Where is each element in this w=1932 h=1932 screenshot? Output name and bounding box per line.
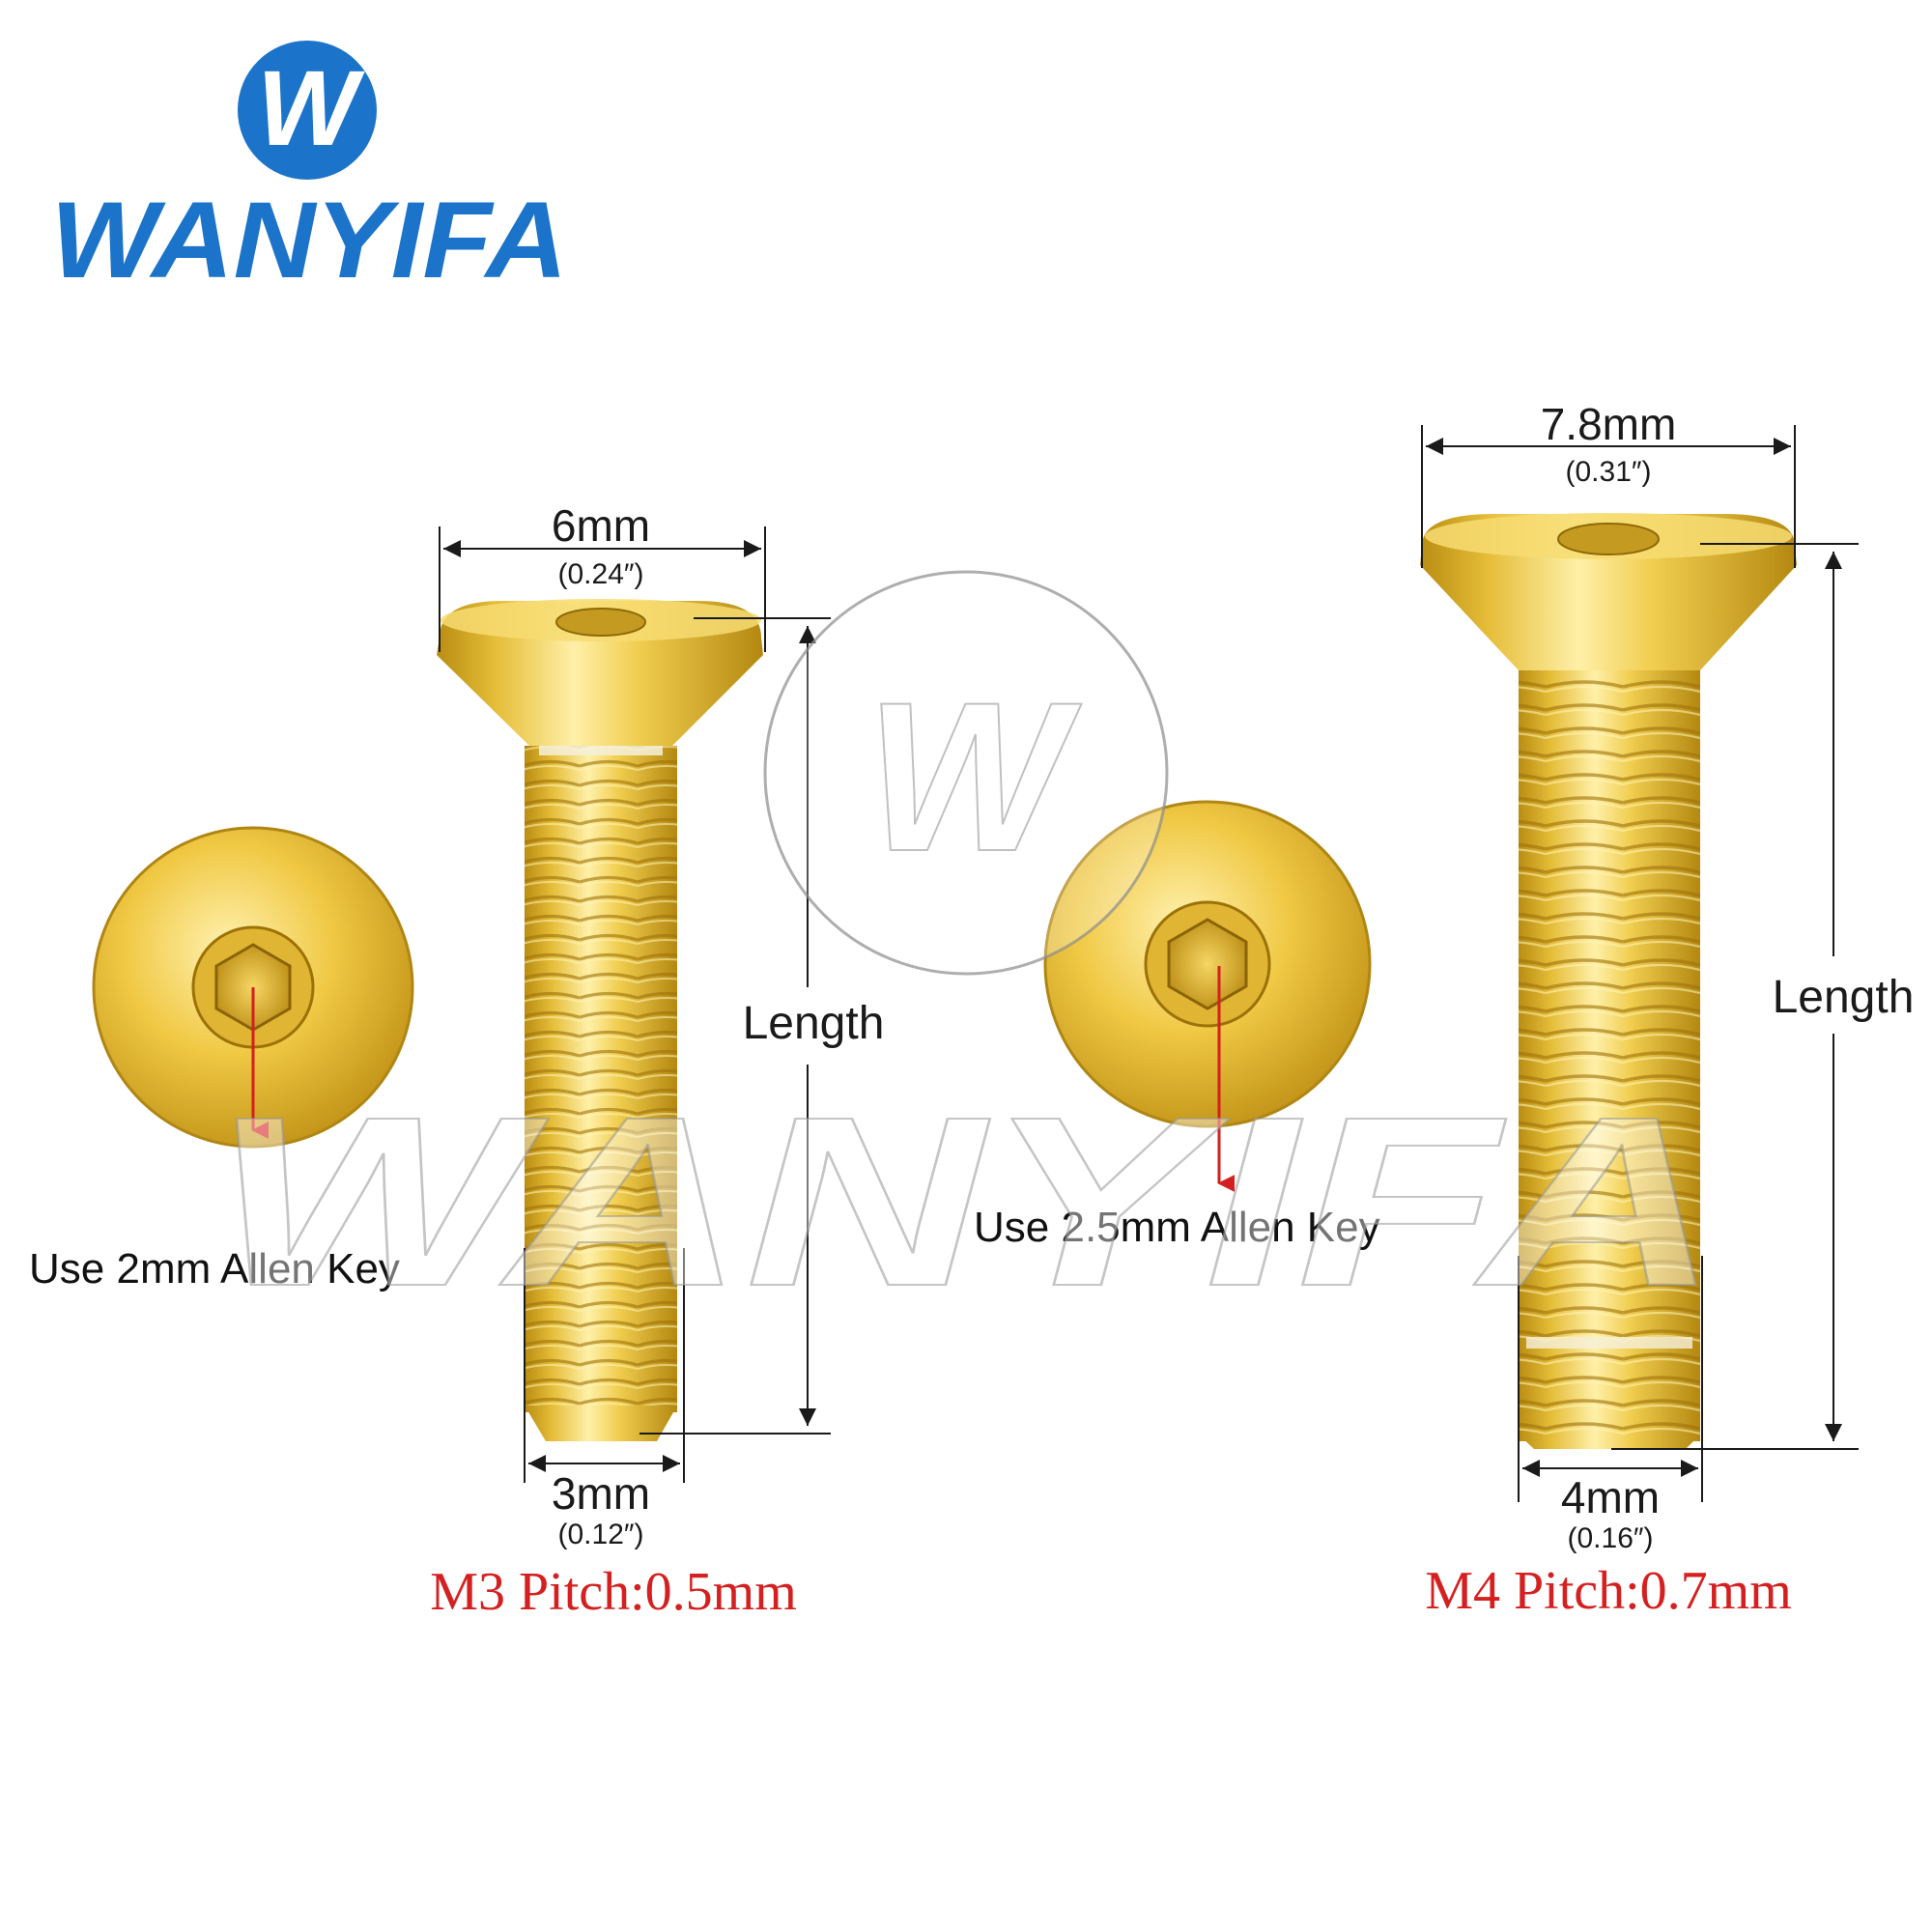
m4-threads bbox=[1519, 667, 1700, 1441]
m3-pitch-label: M3 Pitch:0.5mm bbox=[430, 1562, 797, 1622]
m4-allen-key-label: Use 2.5mm Allen Key bbox=[974, 1204, 1380, 1251]
brand-logo: W WANYIFA bbox=[51, 41, 568, 300]
m3-head-mm: 6mm bbox=[552, 500, 650, 551]
logo-badge-icon bbox=[238, 41, 377, 180]
m4-shank-mm: 4mm bbox=[1561, 1472, 1660, 1522]
m3-shank-in: (0.12″) bbox=[558, 1519, 644, 1550]
m3-thread-start bbox=[539, 744, 663, 755]
m3-tip bbox=[525, 1406, 677, 1441]
m4-screw bbox=[1420, 513, 1797, 1449]
m4-hex-socket-icon bbox=[1167, 918, 1248, 1010]
m3-head-in: (0.24″) bbox=[558, 558, 644, 590]
m4-length-dimension: Length bbox=[1611, 543, 1928, 1450]
watermark-text: WANYIFA bbox=[213, 1066, 1719, 1336]
m4-pitch-label: M4 Pitch:0.7mm bbox=[1425, 1561, 1792, 1621]
watermark: W WANYIFA bbox=[212, 570, 1720, 1337]
m3-head-dimension: 6mm (0.24″) bbox=[439, 500, 766, 652]
watermark-circle bbox=[763, 570, 1169, 976]
m4-shank-in: (0.16″) bbox=[1568, 1522, 1654, 1554]
m3-threads bbox=[525, 746, 677, 1412]
brand-name: WANYIFA bbox=[51, 180, 568, 300]
logo-letter: W bbox=[257, 49, 365, 168]
m3-head-top-view bbox=[92, 826, 414, 1149]
m3-shank-mm: 3mm bbox=[552, 1468, 650, 1519]
m4-head-mm: 7.8mm bbox=[1541, 399, 1677, 449]
m4-tip bbox=[1519, 1435, 1700, 1449]
m4-head-in: (0.31″) bbox=[1566, 456, 1652, 488]
m3-allen-key-label: Use 2mm Allen Key bbox=[29, 1245, 400, 1293]
m3-length-label: Length bbox=[743, 998, 885, 1049]
m3-hex-socket bbox=[555, 608, 646, 637]
m4-thread-end bbox=[1526, 1337, 1692, 1349]
m3-screw bbox=[437, 599, 763, 1441]
m3-shank-dimension: 3mm (0.12″) bbox=[524, 1248, 685, 1550]
m4-shank-dimension: 4mm (0.16″) bbox=[1518, 1256, 1703, 1554]
m4-hex-socket bbox=[1557, 523, 1660, 555]
m3-length-dimension: Length bbox=[639, 617, 889, 1435]
watermark-letter: W bbox=[866, 658, 1082, 895]
m4-length-label: Length bbox=[1773, 972, 1915, 1023]
m4-head-top-view bbox=[1043, 800, 1372, 1192]
